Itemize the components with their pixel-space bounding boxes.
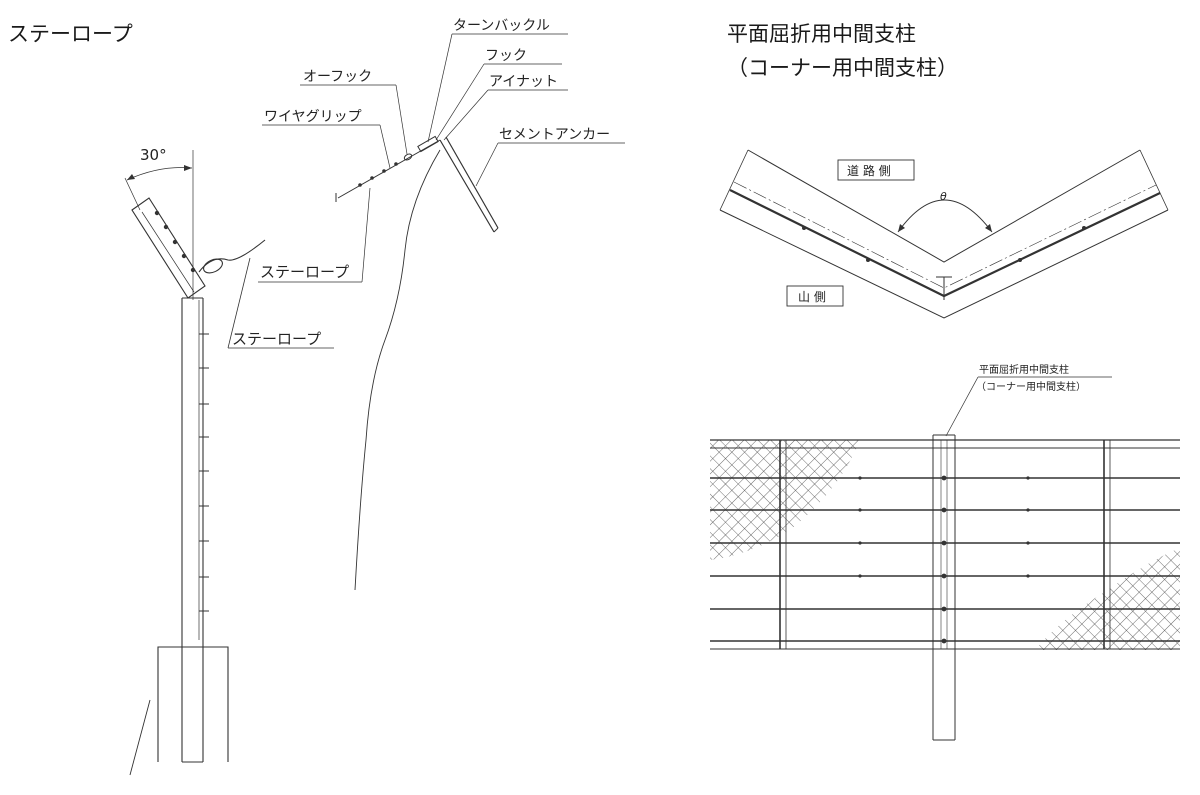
title-corner-post-sub: （コーナー用中間支柱） <box>727 56 958 80</box>
label-stay-rope-b: ステーロープ <box>232 330 321 348</box>
label-theta: θ <box>940 190 947 203</box>
corner-plan-view <box>719 149 1169 319</box>
label-cement-anchor: セメントアンカー <box>499 127 610 143</box>
post-drawing <box>124 150 266 776</box>
callout-corner-post-sub: （コーナー用中間支柱） <box>976 380 1086 393</box>
stay-rope-assembly <box>228 33 625 591</box>
label-mountain-side: 山 側 <box>798 290 826 304</box>
label-turnbuckle: ターンバックル <box>453 18 550 34</box>
callout-corner-post: 平面屈折用中間支柱 <box>979 363 1069 376</box>
elevation-view <box>710 376 1180 741</box>
label-stay-rope-a: ステーロープ <box>260 263 349 281</box>
label-o-hook: オーフック <box>303 69 372 85</box>
title-stay-rope: ステーロープ <box>8 22 133 46</box>
label-road-side: 道 路 側 <box>847 163 891 178</box>
label-eye-nut: アイナット <box>489 74 558 90</box>
label-wire-grip: ワイヤグリップ <box>264 109 362 125</box>
title-corner-post: 平面屈折用中間支柱 <box>727 22 916 46</box>
angle-label: 30° <box>140 146 167 164</box>
label-hook: フック <box>485 48 527 64</box>
